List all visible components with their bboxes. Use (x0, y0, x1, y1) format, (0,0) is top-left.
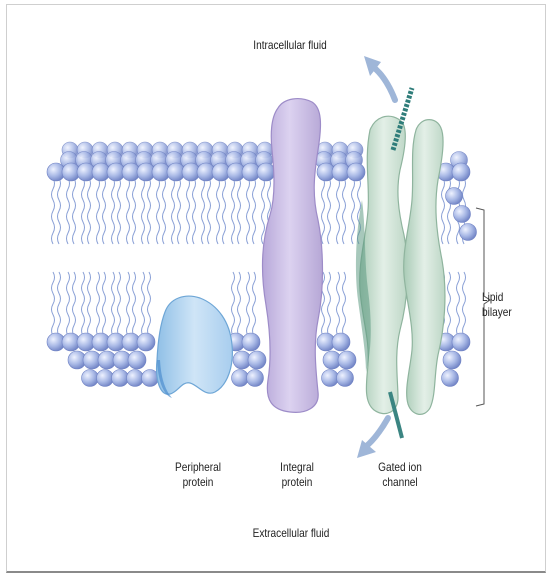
lipid-head-lower (247, 370, 264, 387)
lipid-tail (73, 178, 76, 244)
lipid-tail (97, 272, 100, 336)
lipid-head-lower (82, 370, 99, 387)
lipid-head-lower (443, 351, 461, 369)
lipid-head-lower (442, 370, 459, 387)
lipid-head-upper (347, 163, 365, 181)
lipid-tail (133, 272, 136, 336)
lipid-tail (238, 272, 241, 336)
lipid-tail (253, 178, 256, 244)
peripheral-protein-label: Peripheral protein (164, 460, 231, 490)
lipid-tail (457, 272, 460, 336)
lipid-head-upper (454, 206, 471, 223)
lipid-tail (157, 178, 160, 244)
lipid-tail (178, 178, 181, 244)
lipid-tail (343, 272, 346, 336)
lipid-tail (343, 178, 346, 244)
lipid-tail (88, 178, 91, 244)
lipid-tail (58, 178, 61, 244)
lipid-tail (118, 178, 121, 244)
lipid-tail (328, 178, 331, 244)
lipid-head-lower (112, 370, 129, 387)
lipid-tail (352, 178, 355, 244)
lipid-tail (232, 178, 235, 244)
lipid-tail (163, 178, 166, 244)
lipid-tail (73, 272, 76, 336)
lipid-tail (328, 272, 331, 336)
lipid-head-lower (242, 333, 260, 351)
lipid-tail (127, 178, 130, 244)
lipid-head-upper (446, 188, 463, 205)
lipid-tail (118, 272, 121, 336)
lipid-head-upper (460, 224, 477, 241)
lipid-tail (172, 178, 175, 244)
lipid-tail (142, 272, 145, 336)
gated-channel-left-subunit (360, 116, 408, 413)
lipid-tail (148, 272, 151, 336)
lipid-tail (82, 272, 85, 336)
lipid-tail (223, 178, 226, 244)
lipid-head-upper (257, 163, 275, 181)
lipid-head-lower (322, 370, 339, 387)
lipid-head-lower (142, 370, 159, 387)
lipid-tail (52, 178, 55, 244)
lipid-tail (187, 178, 190, 244)
upper-flow-arrow (372, 66, 395, 100)
lipid-tail (232, 272, 235, 336)
lipid-tail (67, 272, 70, 336)
lipid-tail (193, 178, 196, 244)
lipid-head-lower (127, 370, 144, 387)
lipid-tail (463, 272, 466, 336)
lipid-tail (112, 272, 115, 336)
lipid-tail (253, 272, 256, 336)
lipid-head-lower (137, 333, 155, 351)
lipid-head-upper (452, 163, 470, 181)
lipid-head-lower (128, 351, 146, 369)
lipid-tail (133, 178, 136, 244)
lipid-head-lower (452, 333, 470, 351)
gated-channel-right-subunit (404, 120, 445, 415)
lipid-tail (442, 178, 445, 244)
lipid-head-lower (248, 351, 266, 369)
lipid-head-lower (337, 370, 354, 387)
lipid-tail (208, 178, 211, 244)
lipid-tail (58, 272, 61, 336)
lipid-tail (112, 178, 115, 244)
gated-ion-channel-label: Gated ion channel (366, 460, 433, 490)
lipid-tail (238, 178, 241, 244)
extracellular-fluid-label: Extracellular fluid (236, 526, 345, 541)
lipid-tail (448, 178, 451, 244)
lipid-head-lower (338, 351, 356, 369)
peripheral-protein (157, 296, 233, 394)
lipid-tail (322, 178, 325, 244)
lipid-tail (82, 178, 85, 244)
lipid-tail (88, 272, 91, 336)
lipid-head-lower (332, 333, 350, 351)
lipid-bilayer-label: Lipid bilayer (482, 290, 524, 320)
lipid-tail (97, 178, 100, 244)
lipid-tail (103, 178, 106, 244)
lipid-tail (337, 178, 340, 244)
lipid-tail (337, 272, 340, 336)
lipid-tail (127, 272, 130, 336)
lipid-tail (448, 272, 451, 336)
lipid-tail (262, 178, 265, 244)
lipid-tail (247, 178, 250, 244)
intracellular-fluid-label: Intracellular fluid (240, 38, 341, 53)
lipid-tail (52, 272, 55, 336)
lower-flow-arrow (364, 418, 388, 448)
lipid-tail (148, 178, 151, 244)
lipid-tail (67, 178, 70, 244)
integral-protein-label: Integral protein (268, 460, 327, 490)
lipid-tail (202, 178, 205, 244)
integral-protein (263, 99, 323, 413)
lipid-head-lower (97, 370, 114, 387)
lipid-tail (217, 178, 220, 244)
lipid-tail (103, 272, 106, 336)
lipid-head-lower (232, 370, 249, 387)
lipid-tail (142, 178, 145, 244)
lipid-tail (247, 272, 250, 336)
